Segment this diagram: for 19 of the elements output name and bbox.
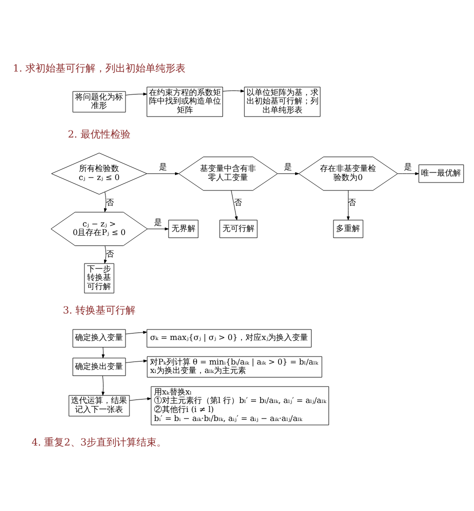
arrow [104, 191, 107, 212]
arrow [277, 172, 300, 175]
arrow [102, 375, 105, 396]
arrow [102, 346, 105, 358]
arrow [146, 172, 179, 175]
arrow [222, 89, 244, 92]
arrow [398, 172, 420, 175]
arrow [125, 330, 148, 334]
arrow [231, 190, 238, 220]
arrow [125, 92, 148, 96]
label: 1. 求初始基可行解，列出初始单纯形表 [12, 62, 186, 74]
arrow [147, 226, 169, 230]
arrow [129, 396, 152, 400]
arrow [346, 190, 350, 220]
arrow [104, 245, 107, 264]
arrow [125, 359, 148, 362]
label: 4. 重复2、3步直到计算结束。 [32, 437, 167, 448]
label: 2. 最优性检验 [68, 128, 130, 140]
label: 3. 转换基可行解 [62, 305, 136, 316]
